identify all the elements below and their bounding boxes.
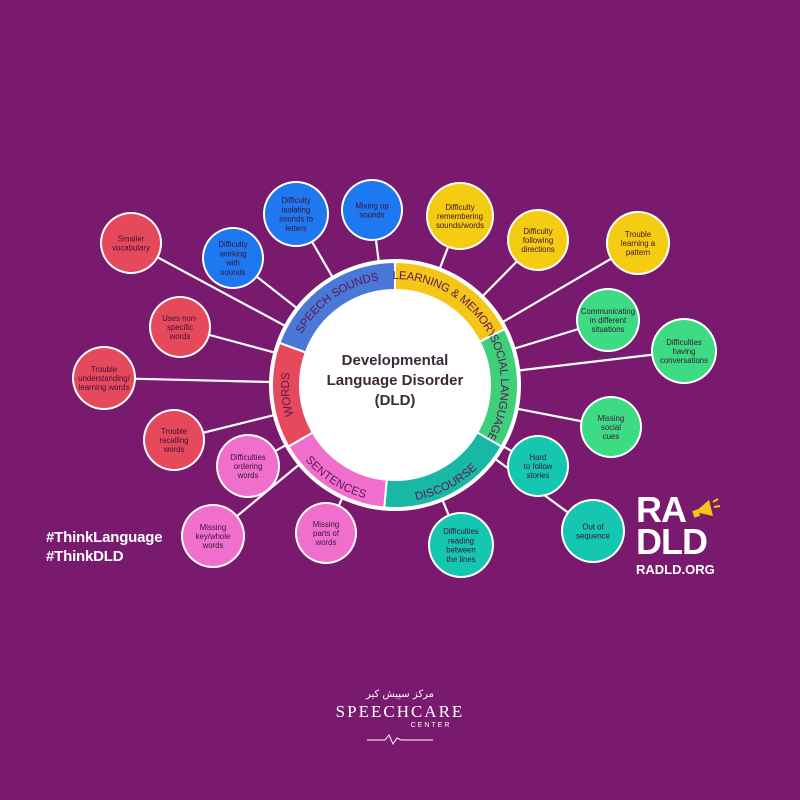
node-fill [509,211,567,269]
logo-top: RA [636,489,756,530]
node-fill [145,411,203,469]
footer-center: CENTER [410,722,452,729]
radld-logo: RA DLD RADLD.ORG [636,489,756,577]
megaphone-icon [692,498,721,518]
node-fill [204,229,262,287]
node-fill [509,437,567,495]
node-fill [218,436,278,496]
logo-bottom: DLD [636,521,708,562]
node-fill [151,298,209,356]
footer-brand: مرکز سپیش کیر SPEECHCARE CENTER [0,688,800,746]
node-fill [563,501,623,561]
footer-brand-name: SPEECHCARE [335,702,465,721]
node-fill [297,504,355,562]
hashtag-think-language: #ThinkLanguage [46,529,163,546]
node-fill [582,398,640,456]
node-fill [265,183,327,245]
hashtag-think-dld: #ThinkDLD [46,548,124,565]
node-fill [343,181,401,239]
heartbeat-icon [367,734,433,746]
node-fill [653,320,715,382]
footer-arabic: مرکز سپیش کیر [366,689,434,700]
logo-url: RADLD.ORG [636,562,715,577]
node-fill [430,514,492,576]
node-fill [183,506,243,566]
node-fill [608,213,668,273]
center-disc [300,290,490,480]
node-fill [578,290,638,350]
node-fill [102,214,160,272]
hashtags: #ThinkLanguage #ThinkDLD [46,528,163,566]
logo-ra: RA [636,489,687,530]
node-fill [428,184,492,248]
node-fill [74,348,134,408]
